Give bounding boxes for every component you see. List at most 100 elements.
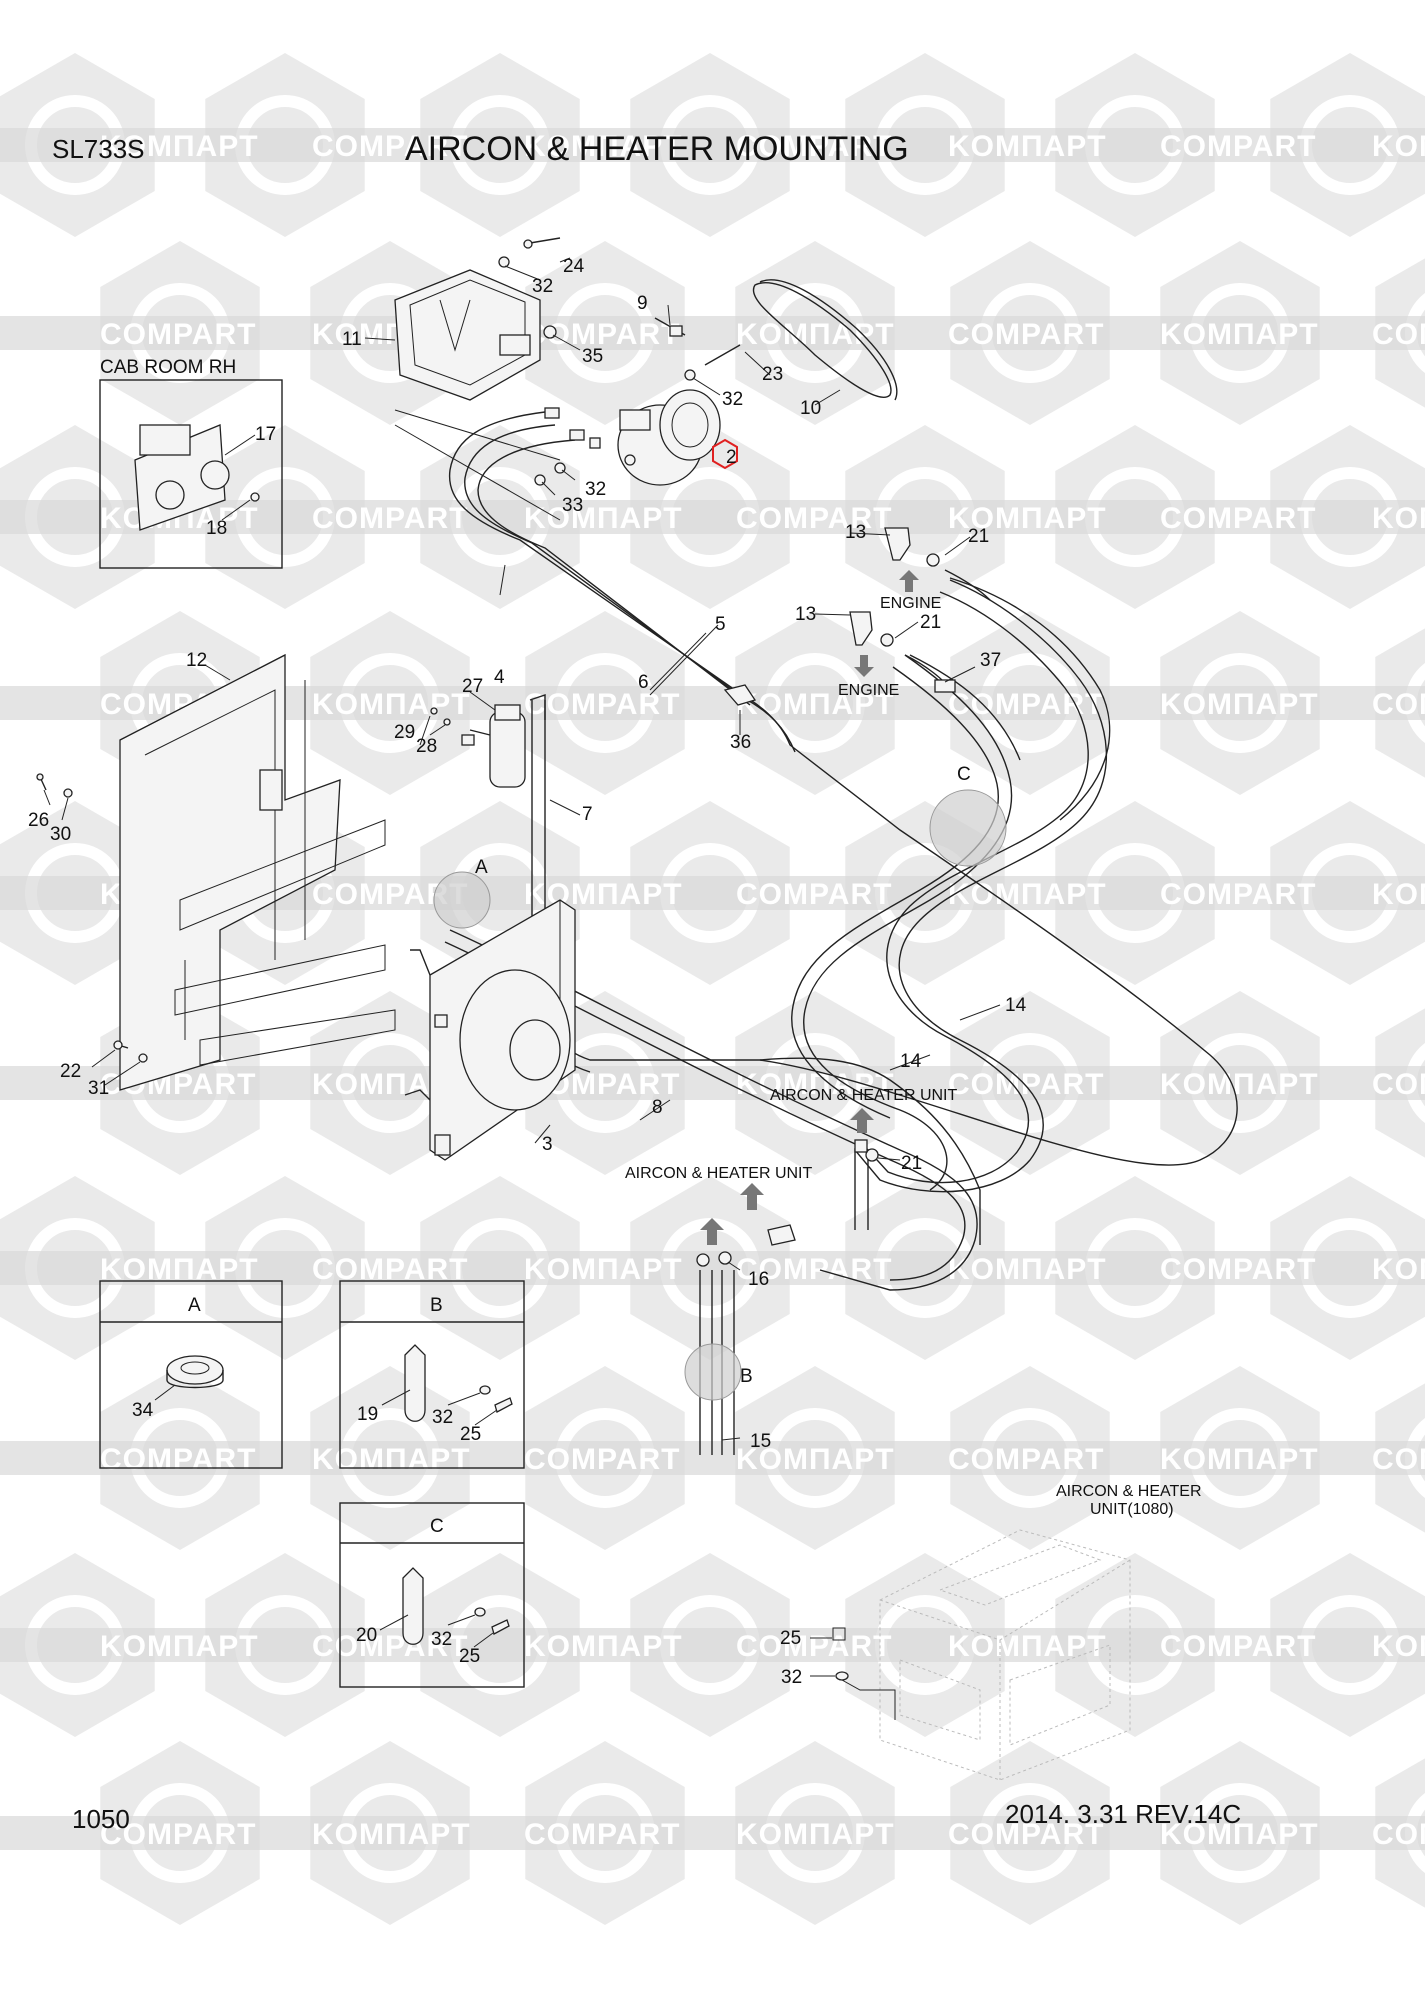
watermark-text: KOMПAPT bbox=[1160, 318, 1319, 351]
part-label-32u[interactable]: 32 bbox=[781, 1667, 802, 1688]
part-label-30[interactable]: 30 bbox=[50, 824, 71, 845]
part-label-14b[interactable]: 14 bbox=[900, 1051, 922, 1072]
watermark-text: KOMПAPT bbox=[948, 1253, 1107, 1286]
part-label-13b[interactable]: 13 bbox=[795, 604, 816, 625]
watermark-band bbox=[0, 500, 1425, 534]
unit-label-1: AIRCON & HEATER bbox=[1056, 1483, 1202, 1500]
highlight-marker[interactable] bbox=[712, 438, 738, 470]
part-label-35[interactable]: 35 bbox=[582, 346, 603, 367]
condenser-3 bbox=[404, 899, 576, 1161]
part-label-36[interactable]: 36 bbox=[730, 732, 751, 753]
watermark-text: COMPART bbox=[736, 130, 892, 163]
watermark-text: COMPART bbox=[100, 1818, 256, 1851]
watermark-text: COMPART bbox=[948, 318, 1104, 351]
part-label-4[interactable]: 4 bbox=[494, 667, 505, 688]
part-label-19[interactable]: 19 bbox=[357, 1404, 378, 1425]
part-label-17[interactable]: 17 bbox=[255, 424, 276, 445]
part-label-3[interactable]: 3 bbox=[542, 1134, 553, 1155]
part-label-6[interactable]: 6 bbox=[638, 672, 649, 693]
engine-label-top: ENGINE bbox=[880, 595, 941, 612]
part-label-25c[interactable]: 25 bbox=[459, 1646, 480, 1667]
watermark-text: KOMПAPT bbox=[948, 1630, 1107, 1663]
watermark-text: KOMПAPT bbox=[736, 1443, 895, 1476]
watermark-text: COMPART bbox=[100, 318, 256, 351]
detail-panel-c: C bbox=[339, 1502, 525, 1688]
part-label-27[interactable]: 27 bbox=[462, 676, 483, 697]
watermark-text: KOMПAPT bbox=[1160, 688, 1319, 721]
part-label-31[interactable]: 31 bbox=[88, 1078, 109, 1099]
watermark-band bbox=[0, 128, 1425, 162]
part-label-22[interactable]: 22 bbox=[60, 1061, 81, 1082]
watermark-text: COMPART bbox=[736, 1253, 892, 1286]
watermark-text: COMPART bbox=[948, 1068, 1104, 1101]
part-label-33[interactable]: 33 bbox=[562, 495, 583, 516]
watermark-text: COMPART bbox=[1372, 318, 1425, 351]
part-label-26[interactable]: 26 bbox=[28, 810, 49, 831]
detail-panel-a: A bbox=[99, 1280, 283, 1469]
aircon-heater-unit-1080: AIRCON & HEATER UNIT(1080) bbox=[832, 1483, 1202, 1781]
part-label-32e[interactable]: 32 bbox=[431, 1629, 452, 1650]
watermark-text: KOMПAPT bbox=[736, 688, 895, 721]
watermark-text: COMPART bbox=[1372, 1068, 1425, 1101]
detail-circle-b[interactable] bbox=[684, 1343, 742, 1401]
panel-a-title: A bbox=[188, 1295, 201, 1316]
part-label-13a[interactable]: 13 bbox=[845, 522, 866, 543]
part-label-23[interactable]: 23 bbox=[762, 364, 783, 385]
part-label-28[interactable]: 28 bbox=[416, 736, 437, 757]
watermark-text: COMPART bbox=[948, 1818, 1104, 1851]
engine-valves: ENGINE ENGINE bbox=[838, 527, 991, 699]
part-label-32c[interactable]: 32 bbox=[585, 479, 606, 500]
watermark-text: KOMПAPT bbox=[524, 130, 683, 163]
part-label-32d[interactable]: 32 bbox=[432, 1407, 453, 1428]
watermark-text: KOMПAPT bbox=[312, 1443, 471, 1476]
page-number: 1050 bbox=[72, 1804, 130, 1834]
receiver-drier-4 bbox=[461, 694, 546, 788]
part-label-2[interactable]: 2 bbox=[726, 447, 737, 468]
part-label-21b[interactable]: 21 bbox=[920, 612, 941, 633]
model-label: SL733S bbox=[52, 134, 145, 164]
part-label-12[interactable]: 12 bbox=[186, 650, 207, 671]
watermark-text: KOMПAPT bbox=[1372, 878, 1425, 911]
watermark-band bbox=[0, 1066, 1425, 1100]
part-label-7[interactable]: 7 bbox=[582, 804, 593, 825]
watermark-text: KOMПAPT bbox=[948, 878, 1107, 911]
part-label-34[interactable]: 34 bbox=[132, 1400, 154, 1421]
part-label-21c[interactable]: 21 bbox=[901, 1153, 922, 1174]
detail-panel-b: B bbox=[339, 1280, 525, 1469]
watermark-text: KOMПAPT bbox=[736, 1818, 895, 1851]
part-label-16[interactable]: 16 bbox=[748, 1269, 769, 1290]
panel-b-title: B bbox=[430, 1295, 443, 1316]
part-label-15[interactable]: 15 bbox=[750, 1431, 771, 1452]
part-label-14a[interactable]: 14 bbox=[1005, 995, 1027, 1016]
watermark-text: KOMПAPT bbox=[1372, 502, 1425, 535]
part-label-21a[interactable]: 21 bbox=[968, 526, 989, 547]
watermark-text: COMPART bbox=[100, 1443, 256, 1476]
part-label-18[interactable]: 18 bbox=[206, 518, 227, 539]
detail-circle-a[interactable] bbox=[433, 871, 491, 929]
watermark-text: KOMПAPT bbox=[1372, 130, 1425, 163]
cab-room-panel: CAB ROOM RH bbox=[99, 357, 283, 569]
part-label-9[interactable]: 9 bbox=[637, 293, 648, 314]
part-label-11[interactable]: 11 bbox=[342, 329, 362, 350]
detail-circle-c[interactable] bbox=[929, 789, 1007, 867]
part-label-20[interactable]: 20 bbox=[356, 1625, 377, 1646]
part-label-8[interactable]: 8 bbox=[652, 1097, 663, 1118]
part-label-5[interactable]: 5 bbox=[715, 614, 726, 635]
watermark-text: COMPART bbox=[1372, 1443, 1425, 1476]
arrow-down-icon bbox=[854, 655, 874, 677]
part-label-29[interactable]: 29 bbox=[394, 722, 415, 743]
watermark-text: COMPART bbox=[736, 1630, 892, 1663]
part-label-25u[interactable]: 25 bbox=[780, 1628, 801, 1649]
detail-callout-a: A bbox=[475, 857, 488, 878]
part-label-32b[interactable]: 32 bbox=[722, 389, 743, 410]
watermark-text: COMPART bbox=[736, 878, 892, 911]
part-label-25b[interactable]: 25 bbox=[460, 1424, 481, 1445]
part-label-24[interactable]: 24 bbox=[563, 256, 585, 277]
part-label-10[interactable]: 10 bbox=[800, 398, 821, 419]
watermark-text: KOMПAPT bbox=[524, 1253, 683, 1286]
part-label-37[interactable]: 37 bbox=[980, 650, 1001, 671]
unit-label-2: UNIT(1080) bbox=[1090, 1501, 1174, 1518]
revision-label: 2014. 3.31 REV.14C bbox=[1005, 1799, 1241, 1829]
part-label-32a[interactable]: 32 bbox=[532, 276, 553, 297]
watermark-text: COMPART bbox=[524, 1818, 680, 1851]
